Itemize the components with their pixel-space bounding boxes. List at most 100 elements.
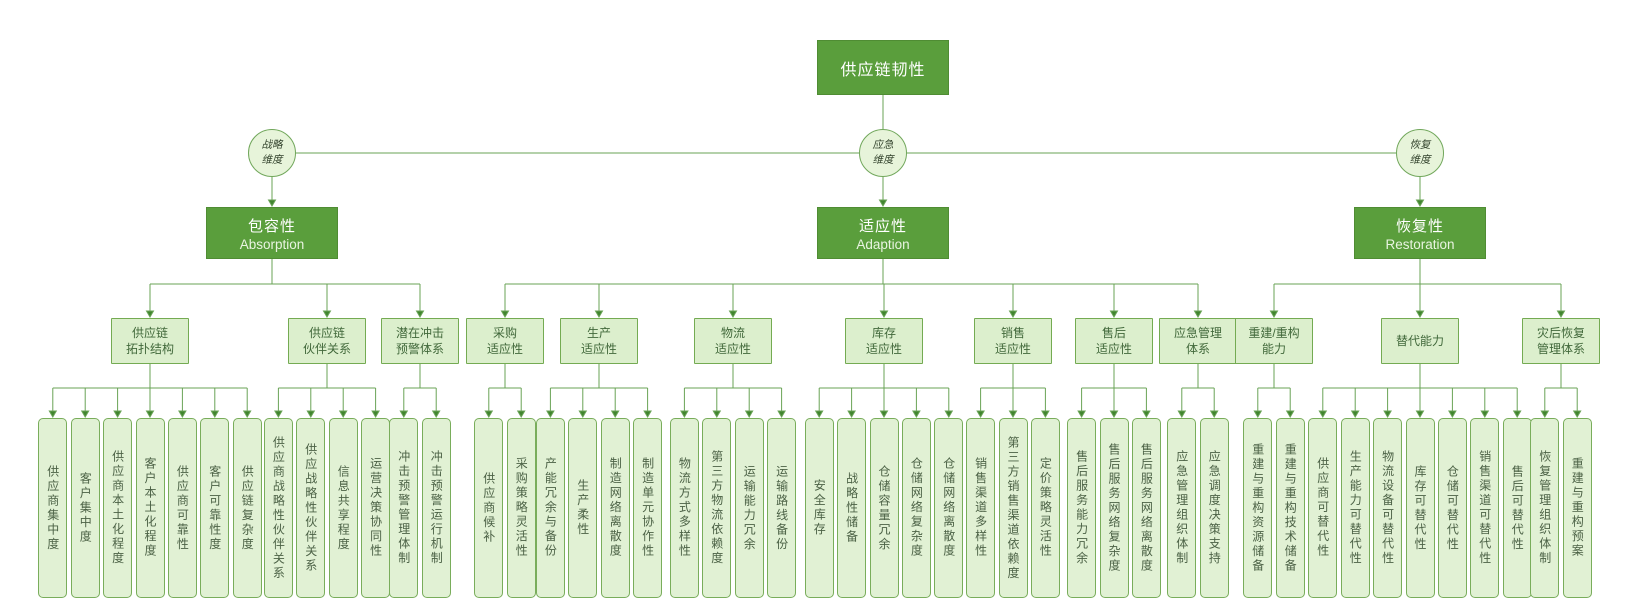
leaf-label: 第三方销售渠道依赖度	[1006, 435, 1020, 581]
leaf-label: 仓储网络离散度	[941, 457, 956, 559]
leaf-label: 销售渠道可替代性	[1477, 450, 1492, 566]
leaf-box: 库存可替代性	[1405, 418, 1435, 598]
branch-title-en: Restoration	[1385, 236, 1455, 252]
leaf-box: 客户可靠性度	[200, 418, 230, 598]
leaf-label: 供应商本土化程度	[110, 450, 125, 566]
leaf-label: 制造网络离散度	[608, 457, 623, 559]
dimension-circle-1: 应急维度	[859, 129, 907, 177]
leaf-label: 应急管理组织体制	[1174, 450, 1189, 566]
group-box-0-2: 潜在冲击预警体系	[381, 318, 459, 364]
leaf-box: 运营决策协同性	[361, 418, 391, 598]
group-label-line: 适应性	[486, 342, 523, 356]
leaf-label: 供应商战略性伙伴关系	[271, 435, 286, 581]
leaf-box: 销售渠道可替代性	[1470, 418, 1500, 598]
branch-title-cn: 恢复性	[1395, 217, 1444, 235]
leaf-box: 恢复管理组织体制	[1530, 418, 1560, 598]
group-label-line: 灾后恢复	[1536, 325, 1585, 340]
branch-title-en: Absorption	[239, 236, 305, 252]
leaf-label: 生产能力可替代性	[1348, 450, 1363, 566]
group-label-line: 管理体系	[1536, 342, 1585, 356]
leaf-label: 供应链复杂度	[240, 464, 255, 552]
leaf-box: 战略性储备	[837, 418, 867, 598]
leaf-label: 销售渠道多样性	[973, 457, 988, 559]
leaf-box: 供应商集中度	[38, 418, 68, 598]
group-label-line: 销售	[1000, 325, 1025, 340]
leaf-box: 重建与重构资源储备	[1243, 418, 1273, 598]
leaf-box: 信息共享程度	[328, 418, 358, 598]
leaf-box: 运输能力冗余	[734, 418, 764, 598]
dimension-label-line1: 恢复	[1409, 138, 1431, 151]
leaf-label: 仓储容量冗余	[877, 464, 891, 552]
leaf-label: 制造单元协作性	[640, 457, 655, 559]
leaf-box: 供应商本土化程度	[103, 418, 133, 598]
leaf-label: 安全库存	[812, 479, 827, 537]
dimension-circle-0: 战略维度	[248, 129, 296, 177]
leaf-label: 定价策略灵活性	[1038, 457, 1053, 559]
group-label-line: 生产	[586, 325, 611, 340]
leaf-box: 供应商可替代性	[1308, 418, 1338, 598]
group-box-1-5: 售后适应性	[1075, 318, 1153, 364]
root-label: 供应链韧性	[840, 61, 926, 79]
leaf-box: 应急调度决策支持	[1199, 418, 1229, 598]
leaf-label: 供应商集中度	[45, 464, 60, 552]
branch-title-en: Adaption	[856, 236, 910, 252]
group-label-line: 适应性	[865, 342, 902, 356]
leaf-label: 供应战略性伙伴关系	[303, 442, 318, 574]
leaf-box: 物流设备可替代性	[1373, 418, 1403, 598]
dimension-label-line1: 应急	[872, 138, 894, 151]
group-label-line: 售后	[1101, 325, 1126, 340]
group-label-line: 预警体系	[395, 342, 444, 356]
leaf-label: 重建与重构技术储备	[1283, 442, 1298, 574]
group-label-line: 重建/重构	[1248, 325, 1300, 340]
group-box-1-2: 物流适应性	[694, 318, 772, 364]
leaf-label: 售后服务网络复杂度	[1107, 442, 1121, 574]
leaf-box: 第三方销售渠道依赖度	[998, 418, 1028, 598]
leaf-box: 客户本土化程度	[135, 418, 165, 598]
dimension-label-line2: 维度	[1409, 154, 1431, 166]
group-box-1-1: 生产适应性	[560, 318, 638, 364]
leaf-box: 供应商候补	[474, 418, 504, 598]
group-label-line: 伙伴关系	[302, 342, 351, 356]
leaf-box: 重建与重构技术储备	[1275, 418, 1305, 598]
group-label-line: 适应性	[714, 342, 751, 356]
dimension-label-line2: 维度	[872, 154, 894, 166]
group-label-line: 供应链	[308, 325, 345, 340]
leaf-label: 供应商可替代性	[1315, 457, 1330, 559]
dimension-label-line1: 战略	[261, 138, 283, 151]
leaf-label: 运输能力冗余	[742, 464, 757, 552]
leaf-box: 仓储网络离散度	[934, 418, 964, 598]
leaf-box: 售后可替代性	[1502, 418, 1532, 598]
group-box-1-6: 应急管理体系	[1159, 318, 1237, 364]
leaf-box: 冲击预警运行机制	[421, 418, 451, 598]
leaf-box: 供应商可靠性	[167, 418, 197, 598]
group-box-2-2: 灾后恢复管理体系	[1522, 318, 1600, 364]
leaf-box: 供应商战略性伙伴关系	[263, 418, 293, 598]
leaf-label: 客户集中度	[78, 471, 93, 545]
group-label-line: 适应性	[1095, 342, 1132, 356]
group-label-line: 应急管理	[1173, 325, 1222, 340]
leaf-box: 第三方物流依赖度	[702, 418, 732, 598]
leaf-box: 制造网络离散度	[600, 418, 630, 598]
leaf-label: 客户本土化程度	[143, 457, 157, 559]
leaf-box: 运输路线备份	[767, 418, 797, 598]
leaf-box: 采购策略灵活性	[506, 418, 536, 598]
leaf-box: 销售渠道多样性	[966, 418, 996, 598]
group-label-line: 库存	[871, 325, 896, 340]
leaf-label: 供应商可靠性	[175, 464, 190, 552]
group-label-line: 能力	[1261, 342, 1286, 356]
group-label-line: 适应性	[580, 342, 617, 356]
leaf-box: 售后服务网络复杂度	[1099, 418, 1129, 598]
leaf-box: 物流方式多样性	[669, 418, 699, 598]
group-label-line: 潜在冲击	[395, 325, 444, 340]
group-box-0-1: 供应链伙伴关系	[288, 318, 366, 364]
leaf-label: 仓储网络复杂度	[909, 457, 924, 559]
group-box-1-0: 采购适应性	[466, 318, 544, 364]
leaf-box: 供应链复杂度	[232, 418, 262, 598]
leaf-label: 冲击预警管理体制	[396, 450, 411, 566]
leaf-box: 仓储网络复杂度	[901, 418, 931, 598]
group-label-line: 体系	[1185, 342, 1210, 356]
